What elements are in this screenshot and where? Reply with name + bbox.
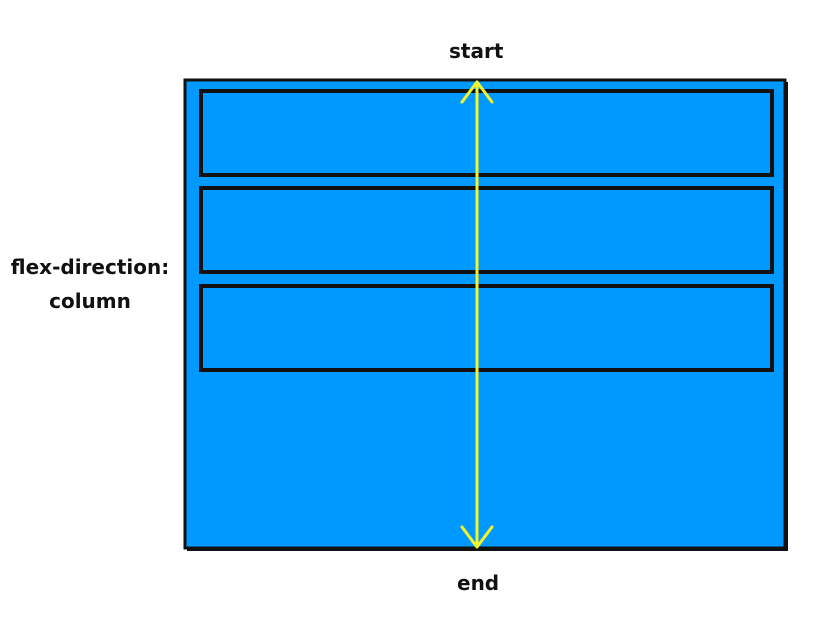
start-label: start (449, 39, 504, 63)
flex-item-2 (199, 186, 774, 274)
arrowhead-down-icon (460, 525, 494, 549)
flex-item-3 (199, 284, 774, 372)
flex-item-1 (199, 89, 774, 177)
flex-container (183, 78, 787, 550)
flex-direction-value: column (49, 289, 131, 313)
arrowhead-up-icon (460, 80, 494, 104)
flex-direction-property: flex-direction: (10, 255, 170, 279)
end-label: end (457, 571, 500, 595)
container-shadow-edge (187, 82, 788, 551)
flex-direction-label: flex-direction: column (0, 250, 180, 318)
